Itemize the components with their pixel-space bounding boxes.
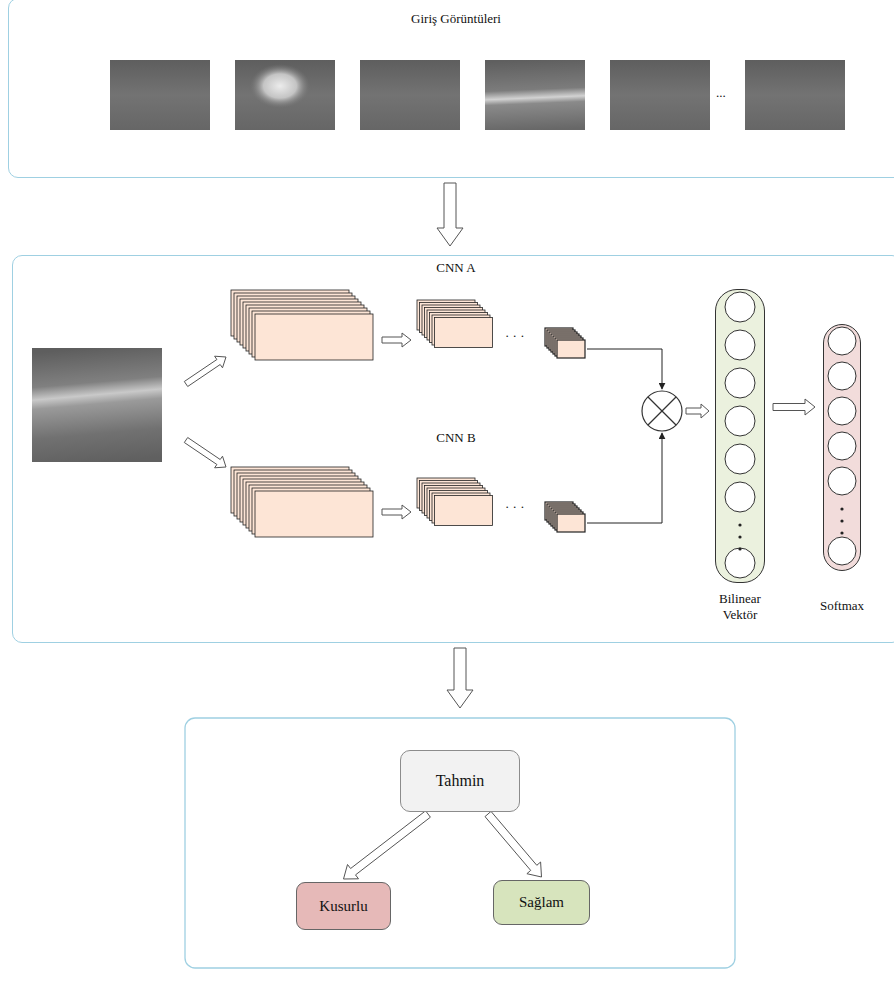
neuron <box>725 482 755 512</box>
feature-map <box>255 314 373 360</box>
vector-layer: Bilinear Vektör <box>715 289 765 583</box>
box-label: Tahmin <box>436 772 485 790</box>
ellipsis-dot <box>840 519 843 522</box>
neuron <box>828 537 856 565</box>
neuron <box>828 432 856 460</box>
flow-arrow <box>686 404 709 418</box>
box-label: Sağlam <box>519 894 564 911</box>
neuron <box>725 548 755 578</box>
neuron-column <box>715 289 765 583</box>
neuron <box>725 444 755 474</box>
input-thumbnail <box>745 60 845 130</box>
vector-label: Softmax <box>812 598 872 614</box>
vector-label: Bilinear Vektör <box>707 591 773 622</box>
ellipsis-dot <box>738 523 741 526</box>
network-label: CNN B <box>436 431 475 446</box>
flow-arrow <box>184 356 226 386</box>
input-thumbnail <box>610 60 710 130</box>
feature-map <box>557 514 585 532</box>
panel-region: Giriş Görüntüleri <box>8 0 894 178</box>
ellipsis-label: ... <box>716 86 726 101</box>
outer-product-symbol <box>642 391 682 431</box>
neuron <box>828 362 856 390</box>
flow-arrow <box>382 505 411 519</box>
feature-map <box>255 491 373 537</box>
process-box: Sağlam <box>493 880 590 925</box>
neuron <box>725 368 755 398</box>
flow-arrow <box>437 183 463 246</box>
input-image <box>32 348 162 462</box>
neuron <box>828 327 856 355</box>
neuron <box>725 330 755 360</box>
flow-arrow <box>447 648 473 708</box>
feature-map <box>435 318 493 348</box>
process-box: Tahmin <box>400 750 520 812</box>
vector-layer: Softmax <box>823 324 861 571</box>
flow-arrow <box>485 811 542 877</box>
feature-map <box>435 496 493 526</box>
input-thumbnail <box>485 60 585 130</box>
panel-region: CNN ACNN BBilinear VektörSoftmax <box>12 255 894 643</box>
flow-arrow <box>773 399 815 415</box>
input-thumbnail <box>235 60 335 130</box>
flow-arrow <box>344 811 431 879</box>
input-thumbnail <box>360 60 460 130</box>
ellipsis-label: · · · <box>505 329 525 344</box>
feature-line <box>587 433 662 523</box>
ellipsis-dot <box>738 535 741 538</box>
ellipsis-label: · · · <box>505 500 525 515</box>
process-box: Kusurlu <box>296 882 391 930</box>
network-label: CNN A <box>436 261 475 276</box>
neuron <box>725 406 755 436</box>
flow-arrow <box>184 438 226 468</box>
outer-product-symbol <box>648 397 676 425</box>
neuron <box>828 397 856 425</box>
flow-arrow <box>382 333 411 347</box>
output-panel <box>185 718 735 968</box>
neuron <box>828 467 856 495</box>
ellipsis-dot <box>840 531 843 534</box>
defect-blob <box>250 64 310 108</box>
feature-map <box>557 340 585 358</box>
ellipsis-dot <box>738 547 741 550</box>
panel-title: Giriş Görüntüleri <box>411 12 501 27</box>
outer-product-symbol <box>648 397 676 425</box>
box-label: Kusurlu <box>319 898 367 915</box>
neuron <box>725 292 755 322</box>
feature-line <box>587 349 662 389</box>
ellipsis-dot <box>840 507 843 510</box>
input-thumbnail <box>110 60 210 130</box>
neuron-column <box>823 324 861 571</box>
